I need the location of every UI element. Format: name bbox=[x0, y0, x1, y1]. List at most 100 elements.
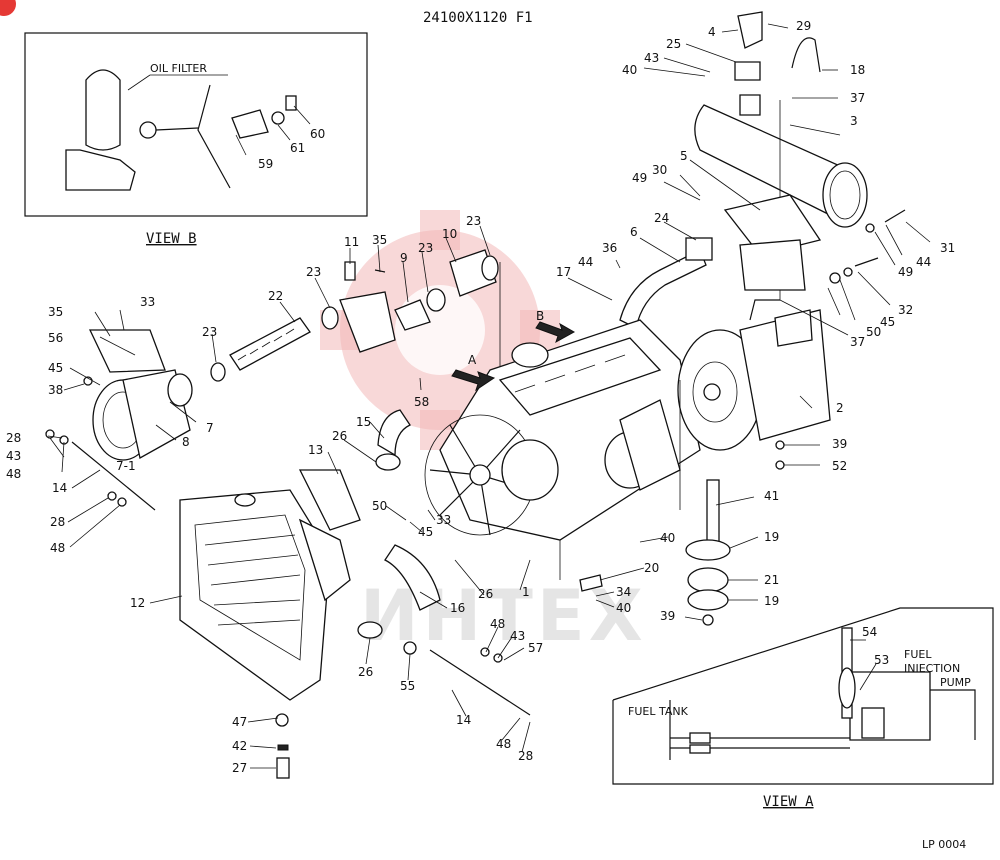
callout-26-low: 26 bbox=[358, 665, 373, 679]
callout-43-low: 43 bbox=[510, 629, 525, 643]
radiator-icon bbox=[179, 489, 331, 701]
lower-hose-icon bbox=[384, 544, 441, 611]
callout-11: 11 bbox=[344, 235, 359, 249]
callout-24: 24 bbox=[654, 211, 669, 225]
callout-44: 44 bbox=[578, 255, 593, 269]
callout-35-top: 35 bbox=[372, 233, 387, 247]
corner-badge bbox=[0, 0, 16, 16]
callout-3: 3 bbox=[850, 114, 858, 128]
callout-49: 49 bbox=[632, 171, 647, 185]
callout-23-d: 23 bbox=[202, 325, 217, 339]
callout-4: 4 bbox=[708, 25, 716, 39]
upper-hose-icon bbox=[377, 409, 411, 457]
arrow-b-label: B bbox=[536, 309, 544, 323]
callout-6: 6 bbox=[630, 225, 638, 239]
callout-43-left: 43 bbox=[6, 449, 21, 463]
muffler-assembly bbox=[694, 11, 906, 300]
callout-45-left: 45 bbox=[48, 361, 63, 375]
muffler-icon bbox=[694, 104, 862, 216]
callout-18: 18 bbox=[850, 63, 865, 77]
callout-9: 9 bbox=[400, 251, 408, 265]
callout-53: 53 bbox=[874, 653, 889, 667]
callout-50: 50 bbox=[866, 325, 881, 339]
callout-44-right: 44 bbox=[916, 255, 931, 269]
callout-54: 54 bbox=[862, 625, 877, 639]
mount-rubber-icon bbox=[685, 539, 731, 561]
callout-19-low: 19 bbox=[764, 594, 779, 608]
callout-22: 22 bbox=[268, 289, 283, 303]
air-cleaner-assembly bbox=[45, 329, 193, 511]
intake-hose-icon bbox=[229, 317, 311, 371]
callout-2: 2 bbox=[836, 401, 844, 415]
callout-59: 59 bbox=[258, 157, 273, 171]
callout-41: 41 bbox=[764, 489, 779, 503]
callout-26-mid: 26 bbox=[478, 587, 493, 601]
callout-17: 17 bbox=[556, 265, 571, 279]
callout-14-low: 14 bbox=[456, 713, 471, 727]
callout-57: 57 bbox=[528, 641, 543, 655]
callout-52: 52 bbox=[832, 459, 847, 473]
callout-10: 10 bbox=[442, 227, 457, 241]
callout-61: 61 bbox=[290, 141, 305, 155]
oil-filter-icon bbox=[85, 69, 121, 151]
callout-37: 37 bbox=[850, 91, 865, 105]
callout-58: 58 bbox=[414, 395, 429, 409]
callout-7: 7 bbox=[206, 421, 214, 435]
callout-16: 16 bbox=[450, 601, 465, 615]
callout-34: 34 bbox=[616, 585, 631, 599]
callout-40-low: 40 bbox=[616, 601, 631, 615]
arrow-a-label: A bbox=[468, 353, 477, 367]
callout-28-top: 28 bbox=[6, 431, 21, 445]
callout-26-top: 26 bbox=[332, 429, 347, 443]
callout-47: 47 bbox=[232, 715, 247, 729]
callout-21: 21 bbox=[764, 573, 779, 587]
clamp-icon bbox=[685, 237, 713, 261]
callout-20: 20 bbox=[644, 561, 659, 575]
callout-28-mid: 28 bbox=[50, 515, 65, 529]
callout-48-low: 48 bbox=[490, 617, 505, 631]
callout-36: 36 bbox=[602, 241, 617, 255]
callout-15: 15 bbox=[356, 415, 371, 429]
exhaust-pipe-icon bbox=[619, 249, 707, 329]
callout-33-left: 33 bbox=[140, 295, 155, 309]
callout-43: 43 bbox=[644, 51, 659, 65]
oil-filter-label: OIL FILTER bbox=[150, 62, 207, 75]
callout-25: 25 bbox=[666, 37, 681, 51]
callout-labels: 4 29 25 43 40 18 37 3 5 30 49 24 6 17 44… bbox=[6, 19, 955, 775]
page-reference: LP 0004 bbox=[922, 838, 966, 851]
callout-19-top: 19 bbox=[764, 530, 779, 544]
callout-23-a: 23 bbox=[466, 214, 481, 228]
callout-38: 38 bbox=[48, 383, 63, 397]
callout-23-b: 23 bbox=[418, 241, 433, 255]
callout-35-left: 35 bbox=[48, 305, 63, 319]
arrow-b-icon bbox=[535, 321, 576, 344]
intake-hoses bbox=[210, 249, 501, 480]
callout-8: 8 bbox=[182, 435, 190, 449]
filter-head-icon bbox=[65, 149, 136, 191]
callout-39-top: 39 bbox=[832, 437, 847, 451]
diagram-code: 24100X1120 F1 bbox=[423, 10, 533, 26]
view-a-title: VIEW A bbox=[763, 794, 814, 810]
callout-45: 45 bbox=[880, 315, 895, 329]
callout-32: 32 bbox=[898, 303, 913, 317]
view-b-title: VIEW B bbox=[146, 231, 197, 247]
callout-48-bottom: 48 bbox=[496, 737, 511, 751]
view-b-inset: VIEW B OIL FILTER bbox=[24, 32, 368, 247]
callout-1: 1 bbox=[522, 585, 530, 599]
callout-40: 40 bbox=[622, 63, 637, 77]
callout-27: 27 bbox=[232, 761, 247, 775]
callout-48-top: 48 bbox=[6, 467, 21, 481]
pressure-switch-icon bbox=[231, 109, 269, 139]
callout-42: 42 bbox=[232, 739, 247, 753]
callout-40-mid: 40 bbox=[660, 531, 675, 545]
view-arrows: A B bbox=[451, 309, 576, 392]
pump-label: PUMP bbox=[940, 676, 971, 689]
callout-14-left: 14 bbox=[52, 481, 67, 495]
callout-45-mid: 45 bbox=[418, 525, 433, 539]
callout-28-bottom: 28 bbox=[518, 749, 533, 763]
callout-13: 13 bbox=[308, 443, 323, 457]
callout-23-c: 23 bbox=[306, 265, 321, 279]
callout-30: 30 bbox=[652, 163, 667, 177]
